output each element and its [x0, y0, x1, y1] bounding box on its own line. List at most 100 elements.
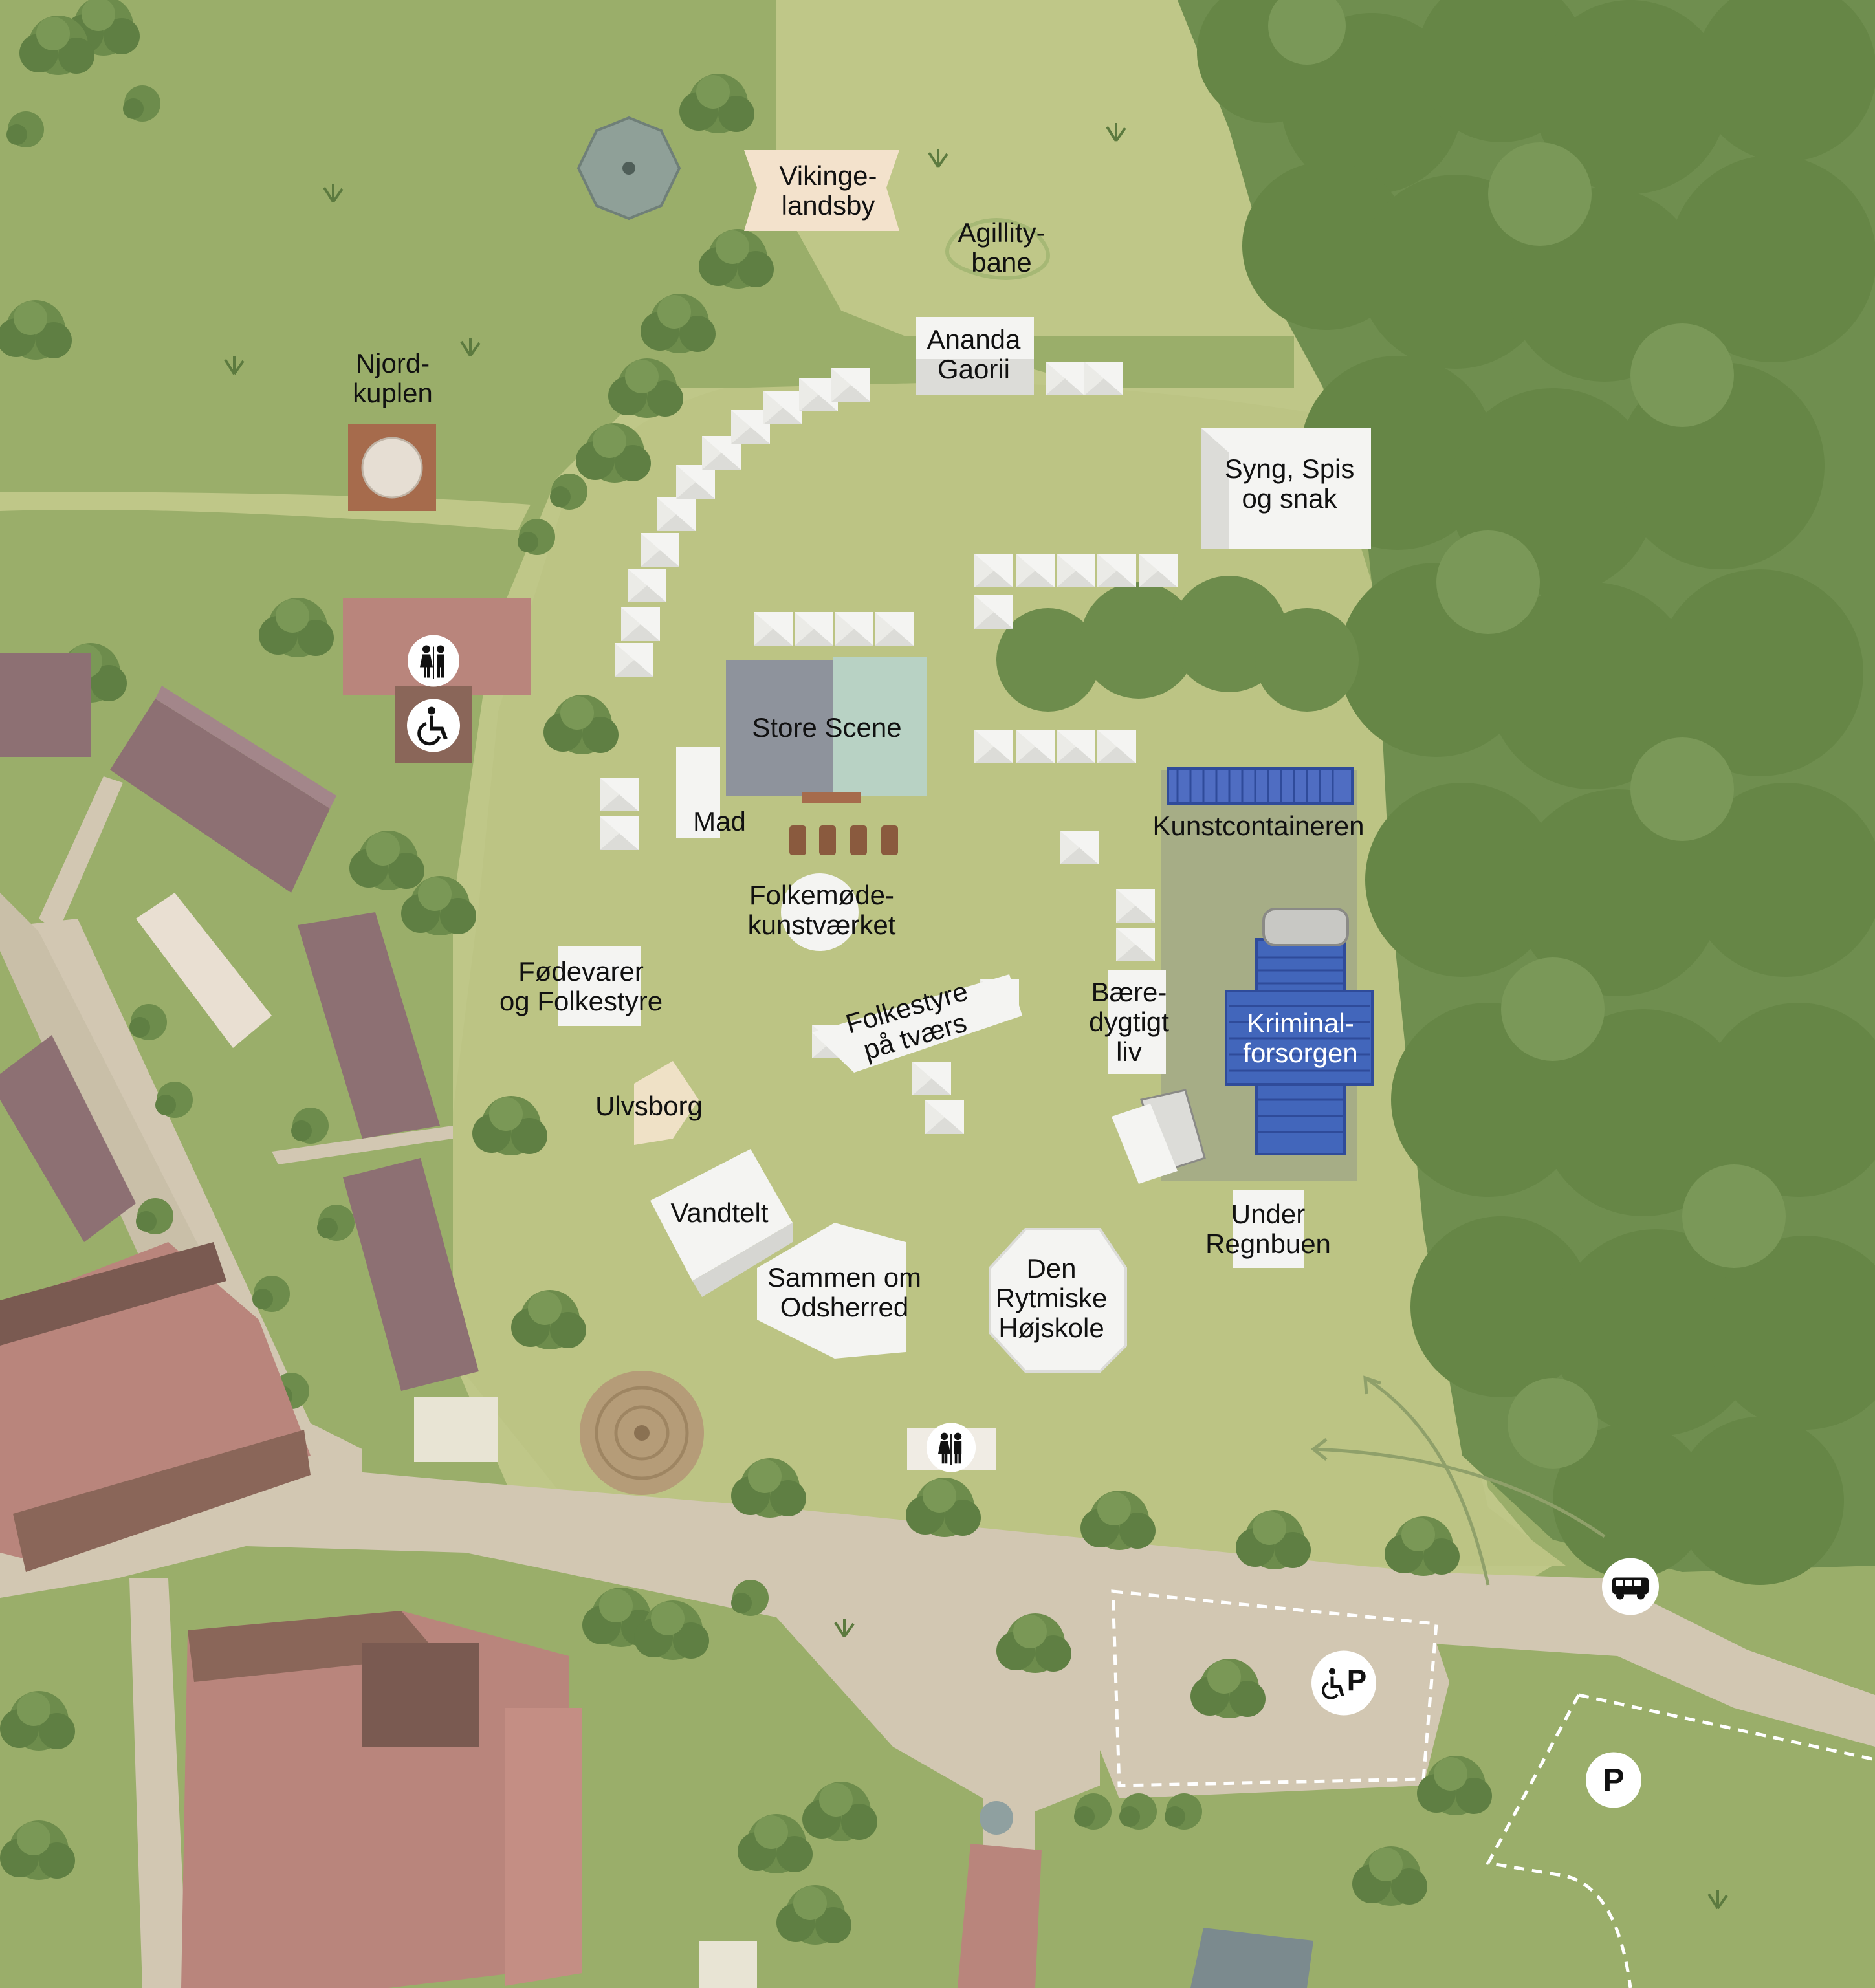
label-baeredygtigt[interactable]: Bære- dygtigt liv: [1089, 978, 1169, 1067]
left-inner-path: [39, 776, 123, 932]
label-folkemode[interactable]: Folkemøde- kunstværket: [748, 880, 896, 940]
building-west-1: [0, 653, 91, 757]
label-line: Kriminal-: [1247, 1008, 1354, 1038]
label-line: og snak: [1242, 483, 1337, 514]
tent-syng-spis-shadow: [1201, 428, 1229, 549]
tent-sammen-om: [757, 1223, 906, 1359]
main-road: [0, 1423, 1875, 1988]
gazebo-center: [622, 162, 635, 175]
label-line: forsorgen: [1243, 1038, 1358, 1068]
label-under-regnbuen[interactable]: Under Regnbuen: [1205, 1199, 1331, 1259]
building-west-4: [343, 1158, 479, 1391]
label-line: Bære-: [1091, 977, 1167, 1007]
label-kunstcontaineren[interactable]: Kunstcontaineren: [1153, 811, 1365, 841]
forest-canopy: [1197, 0, 1875, 1585]
tent-vandtelt: [650, 1149, 793, 1281]
parking-lot: [1093, 1578, 1449, 1798]
round-earthwork-ring: [595, 1386, 689, 1480]
label-njordkuplen[interactable]: Njord- kuplen: [353, 349, 433, 408]
label-line: Regnbuen: [1205, 1229, 1331, 1259]
car: [1262, 908, 1349, 946]
walk-arrowhead: [1310, 1438, 1328, 1461]
tent-folkemode: [781, 873, 859, 951]
label-fodevarer[interactable]: Fødevarer og Folkestyre: [499, 957, 663, 1016]
label-line: bane: [971, 247, 1032, 278]
label-syng-spis[interactable]: Syng, Spis og snak: [1225, 454, 1355, 514]
tent-baeredygtigt: [1108, 970, 1166, 1074]
building-west-3: [298, 912, 440, 1139]
label-store-scene[interactable]: Store Scene: [752, 713, 901, 743]
tent-under-regnbuen-box: [1233, 1190, 1304, 1268]
label-line: liv: [1116, 1036, 1142, 1067]
building-white-south: [699, 1941, 757, 1988]
building-grey-south: [1190, 1928, 1313, 1988]
stage-barrels: [789, 825, 898, 855]
tree-cluster: [996, 576, 1359, 712]
label-vikingelandsby[interactable]: Vikinge- landsby: [780, 161, 877, 221]
label-line: Njord-: [355, 348, 430, 378]
store-scene-left: [726, 660, 833, 796]
label-line: Kunstcontaineren: [1152, 811, 1365, 841]
toilet-icon: [925, 1422, 977, 1477]
building-complex-dark: [0, 1242, 226, 1346]
label-ananda-gaorii[interactable]: Ananda Gaorii: [927, 325, 1021, 384]
bus-icon: [1601, 1557, 1660, 1620]
label-line: og Folkestyre: [499, 986, 663, 1016]
building-white: [136, 893, 272, 1048]
tent-vikinge-banner: [744, 150, 899, 231]
dome-south: [980, 1801, 1013, 1835]
handicap-parking-icon: P: [1310, 1650, 1377, 1720]
building-south-tower: [362, 1643, 479, 1747]
walk-arrowhead: [1363, 1375, 1381, 1395]
label-line: kunstværket: [747, 910, 896, 940]
tent-syng-spis: [1201, 428, 1371, 549]
walk-arrow-2: [1364, 1376, 1490, 1586]
tent-vandtelt-shadow: [692, 1223, 793, 1297]
label-line: Den: [1026, 1253, 1077, 1283]
wheelchair-icon: [406, 698, 461, 757]
label-line: Vikinge-: [779, 160, 877, 191]
label-mad[interactable]: Mad: [693, 807, 746, 836]
parking-icon: P: [1584, 1751, 1643, 1813]
label-line: Under: [1231, 1199, 1306, 1229]
tent-ulvsborg: [634, 1061, 699, 1145]
label-line: Vandtelt: [670, 1197, 769, 1228]
toilet-icon: [406, 634, 461, 692]
label-agillitybane[interactable]: Agillity- bane: [958, 218, 1045, 278]
label-kriminalforsorgen[interactable]: Kriminal- forsorgen: [1243, 1009, 1357, 1068]
side-path: [272, 1126, 453, 1164]
kriminal-ribs: [1229, 956, 1370, 1133]
building-south-wing: [505, 1708, 582, 1986]
container-ribs: [1176, 770, 1334, 802]
tent-under-regnbuen: [1112, 1104, 1178, 1184]
tent-ananda-shadow: [916, 359, 1034, 395]
label-sammen-om[interactable]: Sammen om Odsherred: [767, 1263, 921, 1322]
walk-arrow: [1313, 1447, 1606, 1538]
building-west-5: [0, 1035, 136, 1242]
round-earthwork-center: [634, 1425, 650, 1441]
label-vandtelt[interactable]: Vandtelt: [671, 1198, 769, 1228]
forest-highlights: [1268, 0, 1786, 1469]
label-line: Store Scene: [752, 712, 902, 743]
tent-fodevarer: [558, 946, 641, 1026]
round-earthwork-ring: [614, 1405, 670, 1461]
label-ulvsborg[interactable]: Ulvsborg: [595, 1091, 703, 1121]
label-line: Rytmiske: [995, 1283, 1108, 1313]
building-south-dark: [188, 1611, 440, 1682]
tent-mad: [676, 747, 720, 838]
diagonal-path: [19, 919, 362, 1488]
label-line: kuplen: [353, 378, 433, 408]
njordkuplen-dome: [361, 437, 423, 499]
label-line: Ulvsborg: [595, 1091, 703, 1121]
label-line: Gaorii: [937, 354, 1011, 384]
label-line: dygtigt: [1089, 1007, 1169, 1037]
label-line: Odsherred: [780, 1292, 909, 1322]
tent-folkestyre: [812, 974, 1022, 1073]
label-rytmiske[interactable]: Den Rytmiske Højskole: [996, 1254, 1108, 1343]
building-west-2: [110, 699, 330, 893]
label-line: Agillity-: [958, 217, 1046, 248]
building-complex-front: [13, 1430, 311, 1572]
store-scene-stage: [802, 792, 861, 803]
right-parking-outline: [1486, 1693, 1875, 1988]
label-line: Fødevarer: [518, 956, 644, 987]
